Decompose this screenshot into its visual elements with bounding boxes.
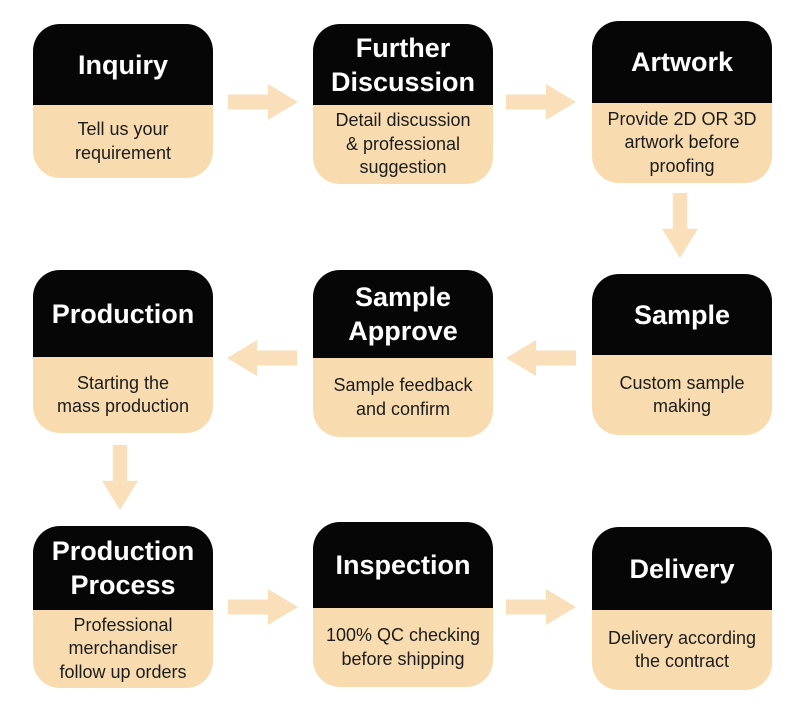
step-description: Professional merchandiser follow up orde… [33,610,213,688]
step-description: 100% QC checking before shipping [313,608,493,687]
step-description: Sample feedback and confirm [313,358,493,437]
production-to-production-process-arrow-icon [102,445,138,510]
step-title: Production Process [33,526,213,610]
step-description: Tell us your requirement [33,105,213,178]
flow-step-further-discussion: Further Discussion Detail discussion & p… [313,24,493,184]
sample-to-sample-approve-arrow-icon [506,340,576,376]
step-title: Artwork [592,21,772,103]
flow-step-artwork: Artwork Provide 2D OR 3D artwork before … [592,21,772,183]
step-description: Provide 2D OR 3D artwork before proofing [592,103,772,183]
sample-approve-to-production-arrow-icon [227,340,297,376]
flow-step-production-process: Production Process Professional merchand… [33,526,213,688]
step-title: Inspection [313,522,493,608]
flow-step-delivery: Delivery Delivery according the contract [592,527,772,690]
inspection-to-delivery-arrow-icon [506,589,576,625]
flow-step-sample-approve: Sample Approve Sample feedback and confi… [313,270,493,437]
step-title: Sample [592,274,772,355]
flow-step-production: Production Starting the mass production [33,270,213,433]
flow-step-sample: Sample Custom sample making [592,274,772,435]
step-description: Custom sample making [592,355,772,435]
step-description: Delivery according the contract [592,610,772,690]
production-process-to-inspection-arrow-icon [228,589,298,625]
step-title: Further Discussion [313,24,493,105]
step-title: Delivery [592,527,772,610]
inquiry-to-further-discussion-arrow-icon [228,84,298,120]
step-title: Production [33,270,213,357]
artwork-to-sample-arrow-icon [662,193,698,258]
step-title: Sample Approve [313,270,493,358]
step-title: Inquiry [33,24,213,105]
flow-step-inquiry: Inquiry Tell us your requirement [33,24,213,178]
step-description: Detail discussion & professional suggest… [313,105,493,184]
flow-step-inspection: Inspection 100% QC checking before shipp… [313,522,493,687]
step-description: Starting the mass production [33,357,213,433]
further-discussion-to-artwork-arrow-icon [506,84,576,120]
